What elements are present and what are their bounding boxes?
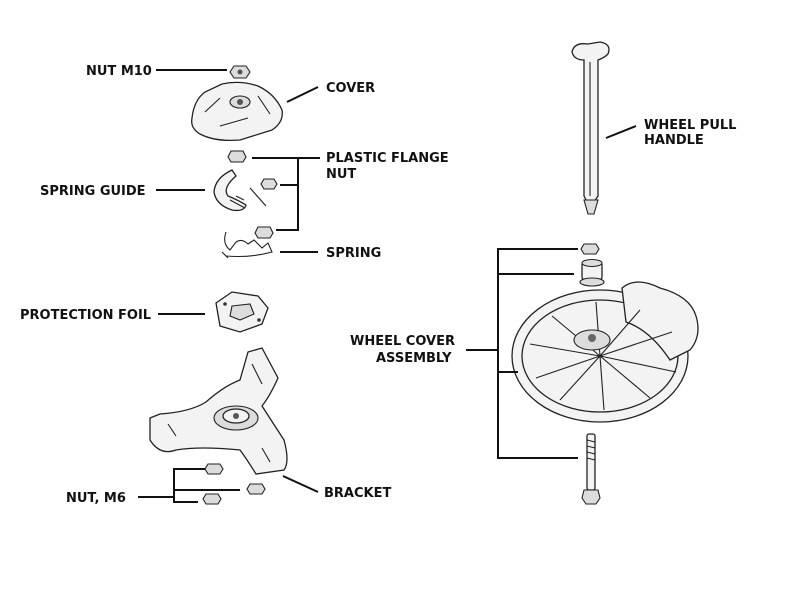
label-wheel-cover-assembly-line1: WHEEL COVER [350,334,455,349]
nut-m6-part [202,463,266,505]
wheel-pull-handle-part [571,41,610,215]
label-cover: COVER [326,81,375,96]
label-bracket: BRACKET [324,486,391,501]
label-nut-m6: NUT, M6 [66,491,126,506]
leader-lines [138,69,637,503]
label-nut-m10: NUT M10 [86,64,152,79]
label-wheel-pull-handle-line1: WHEEL PULL [644,118,736,133]
label-wheel-cover-assembly-line2: ASSEMBLY [376,351,452,366]
label-protection-foil: PROTECTION FOIL [20,308,151,323]
bracket-part [149,347,288,475]
label-wheel-pull-handle-line2: HANDLE [644,133,704,148]
label-plastic-flange-nut-line2: NUT [326,167,356,182]
label-spring: SPRING [326,246,381,261]
spring-part [221,231,273,259]
spring-guide-part [213,169,267,212]
nut-m10-part [229,65,251,79]
wheel-hub-nut-part [579,243,605,287]
protection-foil-part [215,291,269,333]
label-spring-guide: SPRING GUIDE [40,184,146,199]
plastic-flange-nut-part [227,150,278,239]
cover-part [191,81,283,142]
label-plastic-flange-nut-line1: PLASTIC FLANGE [326,151,449,166]
labels: NUT M10 COVER PLASTIC FLANGE NUT SPRING … [20,64,736,506]
bolt-part [581,433,601,505]
wheel-cover-part [511,281,699,423]
